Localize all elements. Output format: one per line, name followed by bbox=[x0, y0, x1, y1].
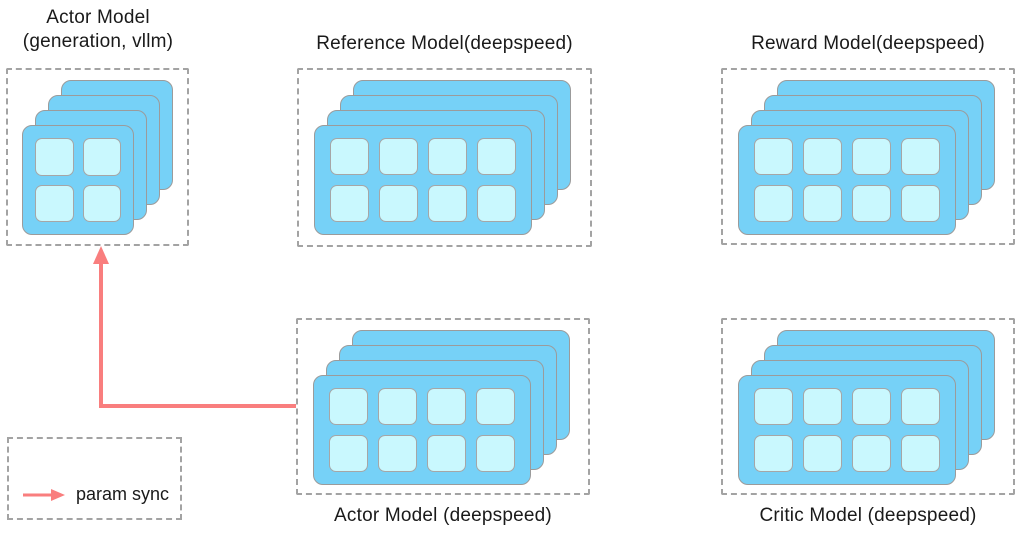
reward-group-box bbox=[721, 68, 1015, 245]
gpu-card-front bbox=[314, 125, 532, 235]
gpu-grid bbox=[315, 126, 531, 234]
legend-label: param sync bbox=[76, 484, 170, 504]
gpu-cell bbox=[329, 388, 368, 425]
gpu-cell bbox=[427, 388, 466, 425]
gpu-cell bbox=[428, 185, 467, 222]
legend-box: param sync bbox=[7, 437, 182, 520]
gpu-cell bbox=[379, 185, 418, 222]
gpu-cell bbox=[852, 388, 891, 425]
param-sync-arrow-icon bbox=[23, 488, 65, 501]
gpu-cell bbox=[477, 185, 516, 222]
gpu-cell bbox=[754, 185, 793, 222]
gpu-card-front bbox=[738, 125, 956, 235]
actor-vllm-title-line1: Actor Model bbox=[46, 7, 150, 28]
gpu-cell bbox=[476, 388, 515, 425]
gpu-grid bbox=[314, 376, 530, 484]
gpu-cell bbox=[329, 435, 368, 472]
actor-deepspeed-group-box bbox=[296, 318, 590, 495]
gpu-cell bbox=[476, 435, 515, 472]
gpu-cell bbox=[803, 435, 842, 472]
gpu-cell bbox=[754, 138, 793, 175]
gpu-cell bbox=[852, 435, 891, 472]
reference-group-box bbox=[297, 68, 592, 247]
critic-title: Critic Model (deepspeed) bbox=[759, 505, 977, 526]
legend-row: param sync bbox=[21, 484, 169, 505]
gpu-cell bbox=[477, 138, 516, 175]
actor-vllm-group-box bbox=[6, 68, 189, 246]
gpu-card-front bbox=[738, 375, 956, 485]
gpu-cell bbox=[379, 138, 418, 175]
gpu-cell bbox=[82, 184, 121, 222]
gpu-cell bbox=[378, 435, 417, 472]
gpu-cell bbox=[35, 184, 74, 222]
gpu-cell bbox=[852, 185, 891, 222]
gpu-cell bbox=[82, 138, 121, 176]
gpu-cell bbox=[901, 388, 940, 425]
gpu-cell bbox=[754, 388, 793, 425]
actor-vllm-title-line2: (generation, vllm) bbox=[22, 31, 174, 52]
actor-vllm-title: Actor Model (generation, vllm) bbox=[6, 6, 190, 54]
gpu-cell bbox=[803, 388, 842, 425]
gpu-grid bbox=[739, 376, 955, 484]
gpu-card-front bbox=[22, 125, 134, 235]
gpu-cell bbox=[803, 185, 842, 222]
gpu-cell bbox=[35, 138, 74, 176]
gpu-cell bbox=[330, 138, 369, 175]
gpu-cell bbox=[901, 435, 940, 472]
gpu-cell bbox=[901, 185, 940, 222]
gpu-cell bbox=[427, 435, 466, 472]
gpu-cell bbox=[901, 138, 940, 175]
gpu-grid bbox=[23, 126, 133, 234]
gpu-grid bbox=[739, 126, 955, 234]
gpu-card-front bbox=[313, 375, 531, 485]
reward-title: Reward Model(deepspeed) bbox=[751, 33, 985, 54]
critic-group-box bbox=[721, 318, 1015, 495]
gpu-cell bbox=[754, 435, 793, 472]
gpu-cell bbox=[428, 138, 467, 175]
gpu-cell bbox=[803, 138, 842, 175]
gpu-cell bbox=[378, 388, 417, 425]
gpu-cell bbox=[852, 138, 891, 175]
gpu-cell bbox=[330, 185, 369, 222]
actor-deepspeed-title: Actor Model (deepspeed) bbox=[334, 505, 552, 526]
reference-title: Reference Model(deepspeed) bbox=[316, 33, 573, 54]
